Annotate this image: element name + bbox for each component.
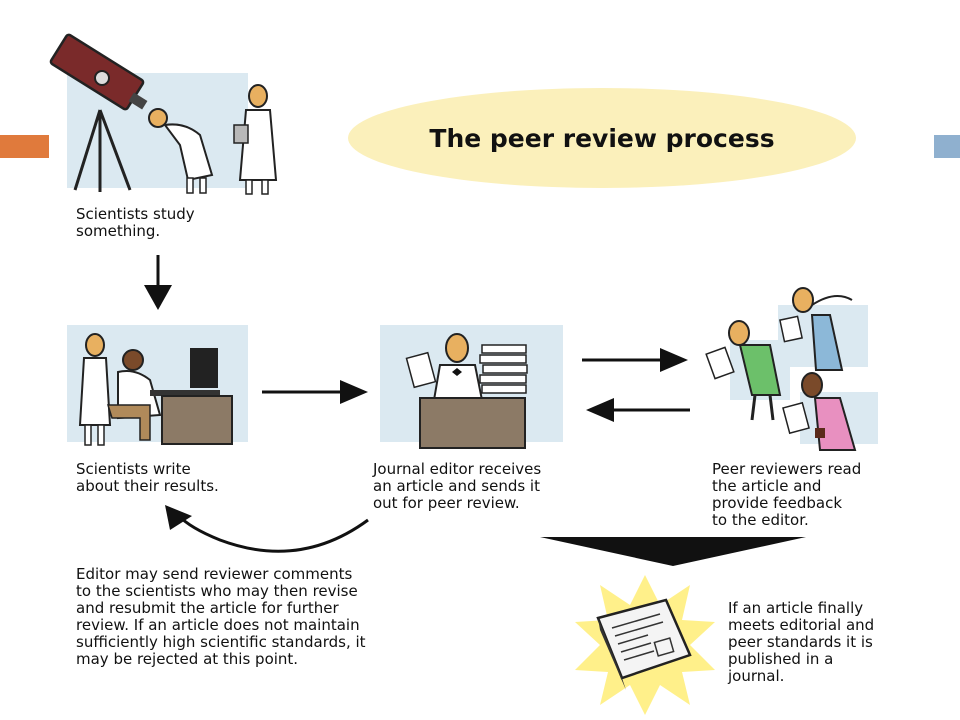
accent-bar-right xyxy=(934,135,960,158)
scientist-with-clipboard xyxy=(233,84,278,195)
journal-icon xyxy=(596,598,692,690)
caption-write: Scientists write about their results. xyxy=(76,460,219,495)
computer-icon xyxy=(150,348,220,396)
editor-scene xyxy=(380,325,563,449)
reviewers-scene xyxy=(705,287,878,451)
arrow-to-reviewers xyxy=(582,348,688,372)
caption-reviewers: Peer reviewers read the article and prov… xyxy=(712,460,862,529)
diagram-title: The peer review process xyxy=(429,123,775,153)
published-journal-scene xyxy=(575,575,715,715)
reviewer-pink xyxy=(782,372,857,451)
arrow-to-editor xyxy=(262,380,368,404)
caption-study: Scientists study something. xyxy=(76,205,195,240)
publish-note: If an article finally meets editorial an… xyxy=(728,599,875,685)
editor-figure xyxy=(405,333,484,401)
reviewer-blue xyxy=(779,287,853,371)
telescope-icon xyxy=(49,33,148,192)
writing-desk xyxy=(161,395,233,445)
revise-note: Editor may send reviewer comments to the… xyxy=(76,565,366,668)
accent-bar-left xyxy=(0,135,49,158)
paper-stack-icon xyxy=(479,344,528,394)
title-ellipse: The peer review process xyxy=(348,88,856,188)
scientist-observing xyxy=(148,108,214,194)
revise-arrow xyxy=(165,505,369,553)
caption-editor: Journal editor receives an article and s… xyxy=(373,460,542,512)
editor-desk xyxy=(419,397,526,449)
reviewer-green xyxy=(705,320,782,421)
scientist-typing xyxy=(106,349,162,441)
study-scene xyxy=(49,33,278,195)
arrow-to-editor-feedback xyxy=(586,398,690,422)
writing-scene xyxy=(67,325,248,446)
scientist-standing xyxy=(78,333,112,446)
publish-arrow xyxy=(540,537,806,566)
arrow-down xyxy=(144,255,172,310)
